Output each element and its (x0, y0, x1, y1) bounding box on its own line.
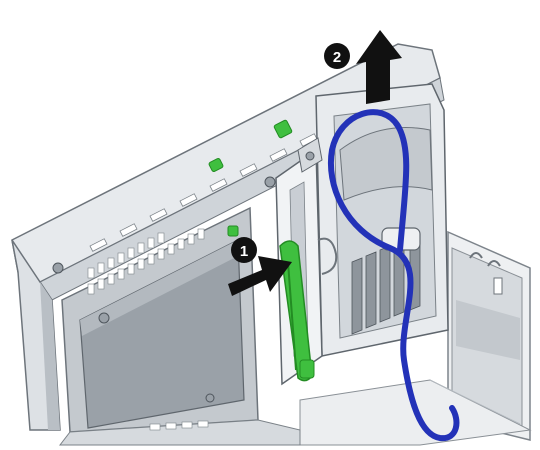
release-latch (279, 240, 315, 382)
sata-cable (328, 109, 460, 442)
step-1-number: 1 (240, 243, 248, 260)
step-2-number: 2 (333, 49, 341, 66)
step-1-badge: 1 (231, 237, 257, 263)
chassis-right-wall (447, 230, 531, 441)
step-2-badge: 2 (324, 43, 350, 69)
push-arrow-icon (228, 256, 292, 296)
lift-arrow-icon (356, 30, 402, 104)
chassis-lower-panel (58, 419, 301, 446)
